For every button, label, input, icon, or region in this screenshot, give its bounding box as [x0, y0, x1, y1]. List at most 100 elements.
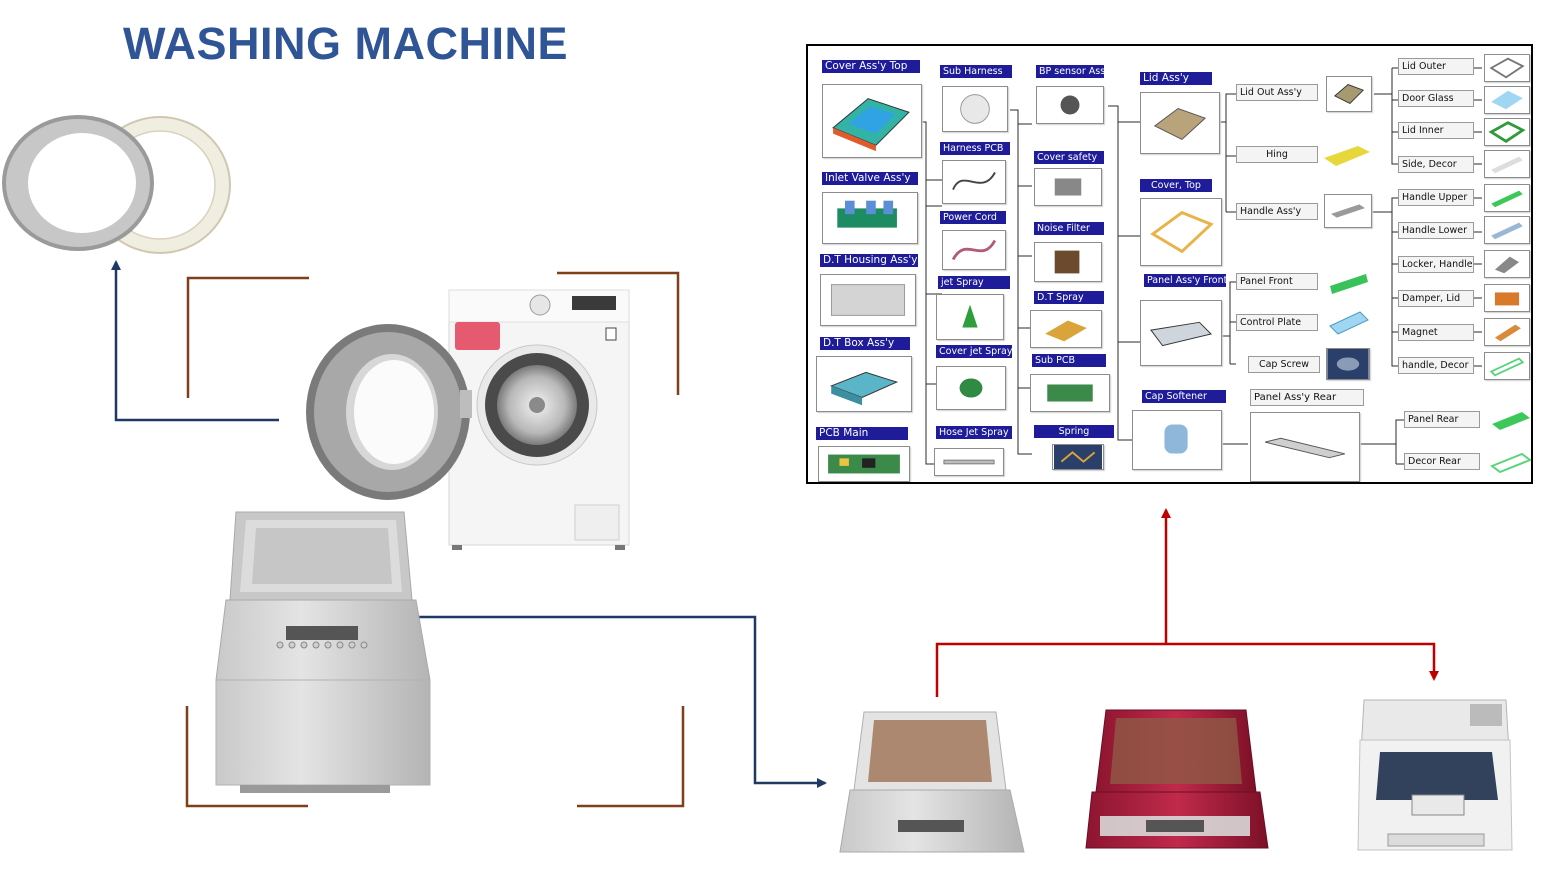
part-label-handle-lower: Handle Lower [1398, 222, 1474, 239]
part-label-handle-decor: handle, Decor [1398, 357, 1474, 374]
arrow-to-door-ring [111, 260, 279, 422]
part-image-lid-assy [1140, 92, 1220, 154]
glass-icon [1491, 90, 1523, 110]
hose-icon [943, 459, 995, 465]
lid-outer-icon [1489, 57, 1525, 79]
part-image-lid-outer [1484, 54, 1530, 82]
power-cord-icon [951, 239, 997, 261]
part-image-panel-assy-front [1140, 300, 1222, 366]
part-label-hing: Hing [1236, 146, 1318, 163]
part-label-cover-assy-top: Cover Ass'y Top [822, 60, 920, 73]
part-image-dt-housing [820, 274, 916, 326]
harness-icon [960, 94, 990, 124]
front-panel-icon [1150, 321, 1213, 347]
part-image-panel-assy-rear [1250, 412, 1360, 482]
handle-decor-icon [1489, 357, 1525, 377]
part-image-harness-pcb [942, 160, 1006, 204]
part-label-panel-front: Panel Front [1236, 273, 1318, 290]
part-label-sub-harness: Sub Harness [940, 65, 1012, 78]
part-label-lid-outer: Lid Outer [1398, 58, 1474, 75]
part-image-magnet [1484, 318, 1530, 346]
part-label-cover-safety: Cover safety [1034, 151, 1104, 164]
handle-icon [1331, 204, 1365, 218]
part-label-pcb-main: PCB Main [816, 427, 908, 440]
front-load-washer-icon [306, 289, 630, 550]
part-label-inlet-valve: Inlet Valve Ass'y [822, 172, 918, 185]
part-image-control-plate [1326, 306, 1372, 338]
part-label-dt-housing: D.T Housing Ass'y [820, 254, 918, 267]
top-loader-bracket [185, 706, 685, 808]
sensor-icon [1060, 95, 1080, 115]
part-image-cap-softener [1132, 410, 1222, 470]
decor-icon [1491, 156, 1523, 174]
part-label-lid-assy: Lid Ass'y [1140, 72, 1212, 85]
part-image-cover-jet-spray [936, 366, 1006, 410]
part-image-inlet-valve [822, 192, 918, 244]
control-plate-icon [1329, 311, 1369, 335]
part-image-handle-upper [1484, 184, 1530, 212]
part-image-sub-harness [942, 86, 1008, 132]
jet-cover-icon [959, 378, 983, 398]
part-image-cover-top [1140, 198, 1222, 266]
part-label-decor-rear: Decor Rear [1404, 453, 1480, 470]
part-image-hing [1318, 136, 1376, 174]
part-label-cover-top: Cover, Top [1140, 179, 1212, 192]
part-image-cover-assy-top [822, 84, 922, 158]
filter-icon [1054, 250, 1080, 274]
part-label-dt-spray: D.T Spray [1034, 291, 1104, 304]
part-image-handle-assy [1324, 194, 1372, 228]
part-image-cover-safety [1034, 168, 1102, 206]
handle-lower-icon [1491, 222, 1523, 240]
part-image-side-decor [1484, 150, 1530, 178]
part-label-hose-jet-spray: Hose Jet Spray [936, 426, 1012, 439]
screw-cap-icon [1327, 349, 1369, 379]
part-label-handle-upper: Handle Upper [1398, 189, 1474, 206]
part-image-sub-pcb [1030, 374, 1110, 412]
front-loader-bracket [186, 271, 680, 398]
valve-icon [837, 200, 897, 228]
part-image-panel-front [1326, 264, 1372, 298]
magnet-icon [1494, 324, 1521, 342]
part-label-noise-filter: Noise Filter [1034, 222, 1104, 235]
top-cover-icon [832, 98, 910, 152]
part-label-magnet: Magnet [1398, 324, 1474, 341]
part-label-sub-pcb: Sub PCB [1032, 354, 1106, 367]
damper-icon [1494, 292, 1520, 306]
part-label-damper-lid: Damper, Lid [1398, 290, 1474, 307]
part-label-door-glass: Door Glass [1398, 90, 1474, 107]
part-label-jet-spray: jet Spray [938, 276, 1010, 289]
part-label-spring: Spring [1034, 425, 1114, 438]
top-load-washer-icon [215, 511, 431, 793]
part-label-cover-jet-spray: Cover jet Spray [936, 345, 1012, 358]
part-image-handle-decor [1484, 352, 1530, 380]
housing-icon [830, 284, 906, 316]
part-image-jet-spray [936, 294, 1004, 340]
part-image-hose-jet-spray [934, 448, 1004, 476]
detergent-box-icon [829, 371, 899, 406]
part-image-pcb-main [818, 446, 910, 482]
part-label-power-cord: Power Cord [940, 211, 1006, 224]
lid-icon [1153, 107, 1207, 141]
part-label-cap-softener: Cap Softener [1142, 390, 1226, 403]
part-image-door-glass [1484, 86, 1530, 114]
top-load-washer-red-icon [1085, 709, 1269, 849]
hinge-icon [1324, 146, 1370, 166]
part-image-dt-box [816, 356, 912, 412]
part-image-lid-out-assy [1326, 76, 1372, 112]
part-label-cap-screw: Cap Screw [1248, 356, 1320, 373]
part-image-noise-filter [1034, 242, 1102, 282]
part-label-panel-rear: Panel Rear [1404, 411, 1480, 428]
panel-rear-icon [1492, 412, 1530, 430]
part-image-handle-lower [1484, 216, 1530, 244]
part-label-locker-handle: Locker, Handle [1398, 256, 1474, 273]
spring-icon [1054, 445, 1102, 469]
page-title: WASHING MACHINE [123, 18, 568, 69]
cap-icon [1164, 424, 1188, 454]
part-image-decor-rear [1488, 446, 1531, 476]
locker-icon [1494, 256, 1520, 274]
panel-front-icon [1330, 274, 1368, 294]
lid-out-icon [1333, 84, 1365, 105]
part-image-lid-inner [1484, 118, 1530, 146]
parts-breakdown-diagram: Cover Ass'y Top Inlet Valve Ass'y D.T Ho… [806, 44, 1533, 484]
